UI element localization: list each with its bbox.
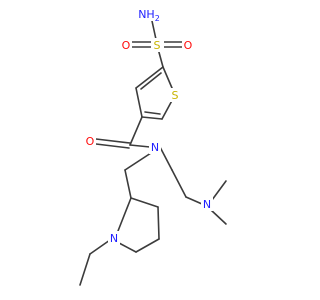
bond-c2p-c3p bbox=[130, 197, 159, 208]
atom-carbonyl-o-label: O bbox=[86, 135, 95, 148]
bond-c4p-c5p bbox=[135, 238, 160, 253]
bond-n-ch2 bbox=[124, 152, 152, 171]
bond-camide-o-a bbox=[95, 138, 131, 144]
atom-dimethylamino-n: N bbox=[201, 197, 213, 211]
bond-c4-camide bbox=[129, 116, 143, 146]
bond-c3-c2 bbox=[135, 66, 164, 89]
atom-sulfonyl-o-left: O bbox=[120, 38, 132, 52]
bond-c4-c3 bbox=[135, 87, 143, 118]
atom-sulfonyl-s-label: S bbox=[154, 39, 161, 52]
bond-c5p-n1 bbox=[118, 242, 137, 253]
bond-camide-o-b bbox=[95, 143, 130, 149]
atom-sulfonyl-o-right: O bbox=[182, 38, 194, 52]
bond-ch2a-ch2b bbox=[171, 169, 187, 198]
molecule-structure: NH2 S O O S O N N bbox=[79, 7, 227, 286]
atom-dimethylamino-n-label: N bbox=[203, 198, 211, 211]
bond-n-me1 bbox=[211, 180, 227, 201]
svg-text:NH2: NH2 bbox=[138, 8, 160, 23]
atom-thiophene-s: S bbox=[169, 88, 182, 102]
atom-amide-n: N bbox=[149, 140, 161, 154]
atom-nh2-sub: 2 bbox=[155, 14, 160, 23]
bond-c5-c4-inner bbox=[144, 111, 161, 115]
atom-sulfonyl-o-right-label: O bbox=[184, 39, 193, 52]
bond-ch2-c2p bbox=[124, 169, 132, 199]
atom-amide-n-label: N bbox=[151, 141, 159, 154]
bond-camide-n bbox=[129, 144, 151, 148]
atom-nh2-main: NH bbox=[138, 8, 155, 21]
atom-carbonyl-o: O bbox=[84, 134, 96, 148]
atom-labels: NH2 S O O S O N N bbox=[84, 7, 213, 245]
atom-pyrrolidine-n: N bbox=[108, 231, 120, 245]
bond-c3p-c4p bbox=[157, 206, 160, 240]
atom-sulfonyl-s: S bbox=[151, 38, 164, 52]
bond-ch2-ch3 bbox=[79, 253, 91, 286]
bond-n1-ch2 bbox=[89, 239, 111, 255]
bond-ch2b-n bbox=[185, 196, 203, 205]
atom-nh2: NH2 bbox=[138, 7, 164, 23]
atom-thiophene-s-label: S bbox=[172, 89, 179, 102]
bond-c5-c4 bbox=[141, 116, 163, 120]
atom-pyrrolidine-n-label: N bbox=[110, 232, 118, 245]
atom-sulfonyl-o-left-label: O bbox=[122, 39, 131, 52]
bond-n-me2 bbox=[210, 209, 227, 225]
bond-c3-c2-inner bbox=[140, 72, 162, 90]
bond-n-ch2a bbox=[159, 146, 173, 171]
bond-c2p-n1 bbox=[117, 197, 132, 232]
